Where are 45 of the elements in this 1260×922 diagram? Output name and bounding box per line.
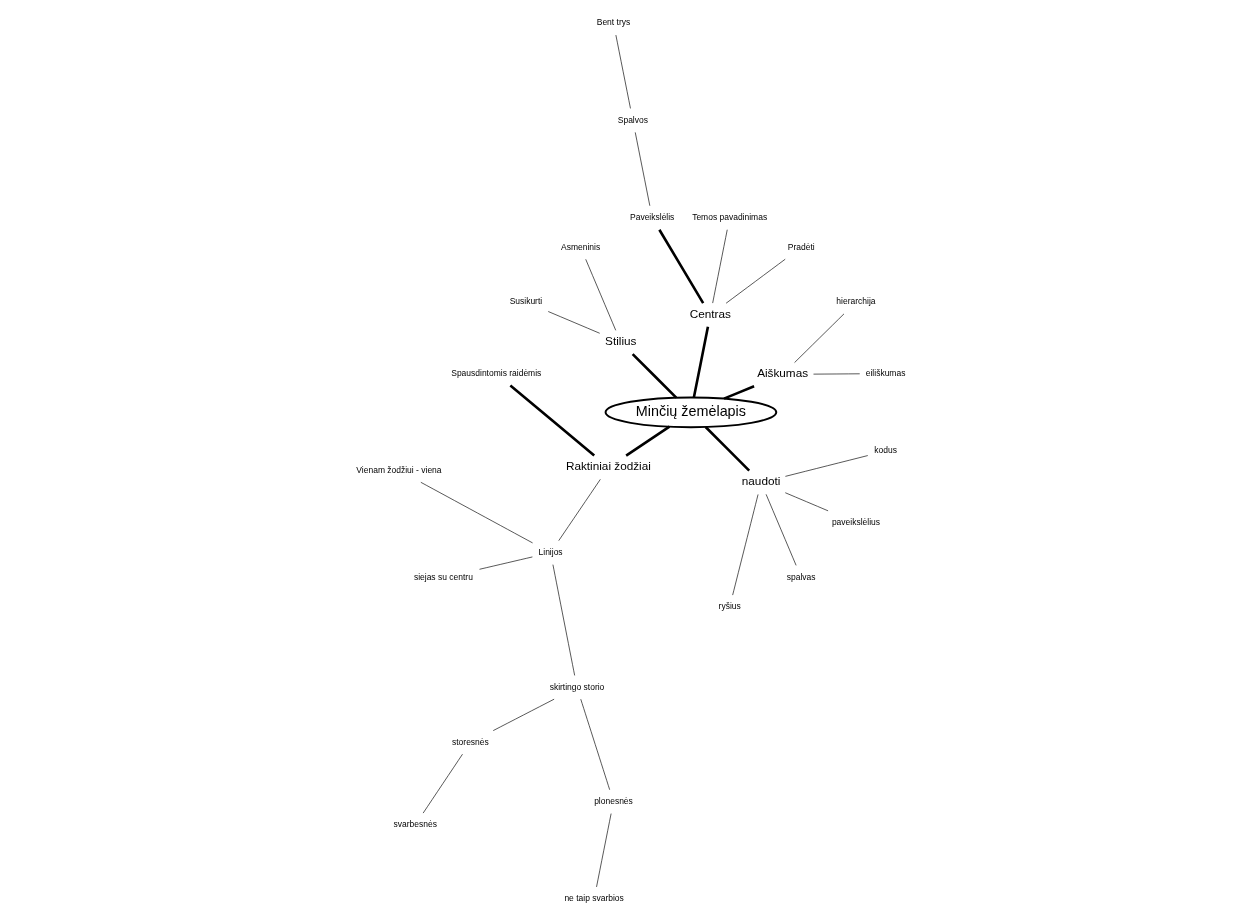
node-text: plonesnės <box>593 795 633 806</box>
node-text: Asmeninis <box>560 241 600 252</box>
node-ellipse: Minčių žemėlapis <box>604 396 777 429</box>
node-text: naudoti <box>741 474 780 488</box>
node-text: paveikslėlius <box>831 516 880 527</box>
connector <box>704 426 750 472</box>
connector <box>731 494 758 596</box>
connector <box>552 564 575 676</box>
connector <box>784 492 828 512</box>
node-text: kodus <box>873 445 897 456</box>
connector <box>657 229 704 304</box>
node-text: storesnės <box>451 736 489 747</box>
node-text: skirtingo storio <box>549 681 604 692</box>
node-text: Stilius <box>604 334 636 348</box>
connector <box>631 353 677 399</box>
node-text: Pradėti <box>787 241 815 252</box>
connector <box>547 311 600 334</box>
node-text: Vienam žodžiui - viena <box>355 464 442 475</box>
node-text: ne taip svarbios <box>563 893 624 904</box>
node-text: Raktiniai žodžiai <box>565 459 651 473</box>
node-text: siejas su centru <box>413 571 473 582</box>
node-text: Spausdintomis raidėmis <box>450 367 541 378</box>
connector <box>723 384 755 400</box>
node-text: ryšius <box>718 601 741 612</box>
node-text: spalvas <box>786 571 816 582</box>
node-text: Centras <box>689 306 731 320</box>
connector <box>492 698 554 731</box>
connector <box>624 425 670 457</box>
connector <box>692 326 709 398</box>
connector <box>584 258 616 331</box>
connector <box>725 258 786 304</box>
node-text: Temos pavadinimas <box>691 211 767 222</box>
connector <box>615 34 631 109</box>
node-text: Bent trys <box>596 17 630 28</box>
connector <box>509 384 595 457</box>
node-text: hierarchija <box>835 296 876 307</box>
node-text: eiliškumas <box>865 367 905 378</box>
node-text: svarbesnės <box>393 819 437 830</box>
node-text: Paveikslėlis <box>629 211 674 222</box>
node-text: Susikurti <box>509 296 542 307</box>
connector <box>711 229 728 304</box>
node-text: Aiškumas <box>756 366 808 380</box>
node-text: Linijos <box>538 546 563 557</box>
node-text: Spalvos <box>617 114 648 125</box>
connector <box>579 698 610 791</box>
